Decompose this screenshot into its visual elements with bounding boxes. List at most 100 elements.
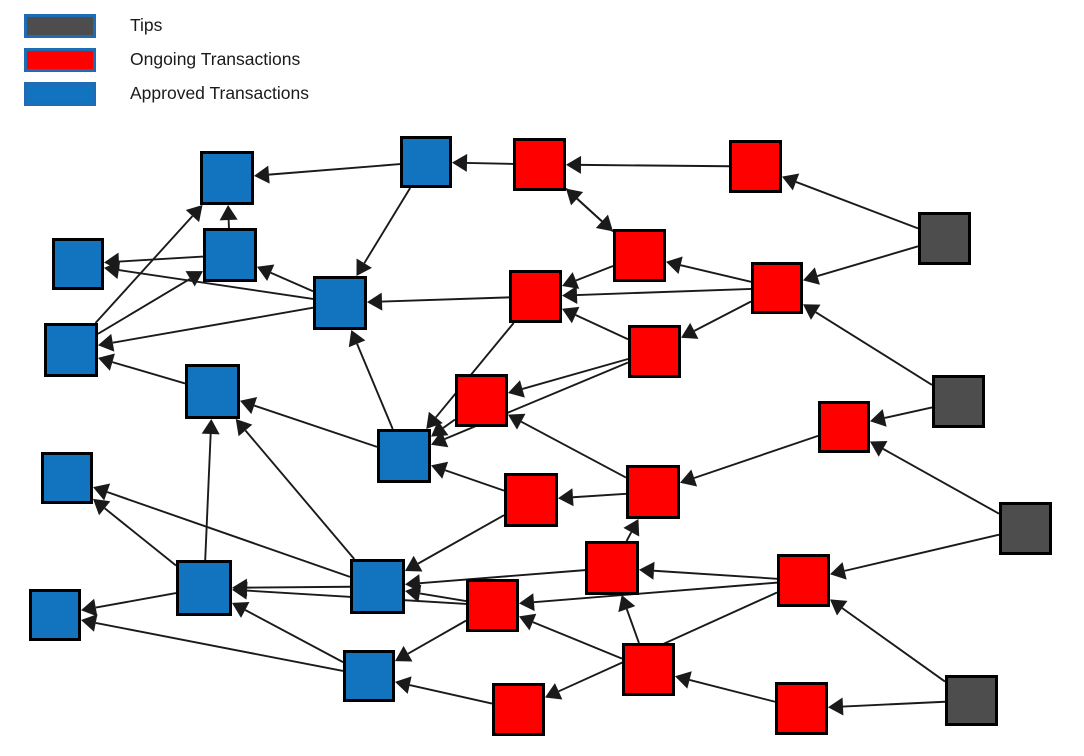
edge-line	[842, 700, 946, 708]
edge-arrowhead	[803, 304, 821, 320]
edge-arrowhead	[104, 261, 121, 279]
node-ongoing[interactable]	[729, 140, 782, 193]
node-ongoing[interactable]	[455, 374, 508, 427]
node-approved[interactable]	[52, 238, 104, 290]
edge-arrowhead	[426, 411, 443, 429]
node-ongoing[interactable]	[613, 229, 666, 282]
edge	[623, 519, 640, 542]
edge-arrowhead	[562, 286, 578, 305]
edge-arrowhead	[81, 614, 98, 632]
node-tip[interactable]	[918, 212, 971, 265]
edge-arrowhead	[93, 498, 111, 516]
edge	[405, 569, 586, 593]
node-tip[interactable]	[999, 502, 1052, 555]
edge	[618, 595, 640, 644]
node-ongoing[interactable]	[818, 401, 870, 453]
edge	[98, 353, 186, 385]
edge	[235, 419, 355, 560]
edge-line	[246, 585, 351, 589]
edge	[803, 245, 919, 285]
node-ongoing[interactable]	[622, 643, 675, 696]
node-ongoing[interactable]	[504, 473, 558, 527]
edge-arrowhead	[828, 697, 844, 716]
node-approved[interactable]	[41, 452, 93, 504]
node-ongoing[interactable]	[626, 465, 680, 519]
edge-line	[693, 434, 819, 479]
edge-arrowhead	[562, 272, 580, 289]
edge-line	[253, 404, 378, 448]
edge-line	[268, 163, 401, 176]
edge	[680, 434, 819, 487]
node-approved[interactable]	[203, 228, 257, 282]
edge-line	[204, 433, 212, 561]
node-ongoing[interactable]	[751, 262, 803, 314]
edge-arrowhead	[431, 430, 449, 448]
node-ongoing[interactable]	[492, 683, 545, 736]
edge-arrowhead	[232, 602, 250, 618]
node-tip[interactable]	[932, 375, 985, 428]
node-ongoing[interactable]	[628, 325, 681, 378]
edge	[545, 591, 778, 700]
node-ongoing[interactable]	[513, 138, 566, 191]
edge-line	[95, 621, 344, 672]
legend-item: Ongoing Transactions	[24, 48, 300, 72]
edge	[519, 581, 778, 612]
edge-line	[532, 621, 623, 660]
edge	[426, 322, 515, 429]
edge	[828, 697, 946, 716]
node-approved[interactable]	[350, 559, 405, 614]
legend-item: Tips	[24, 14, 162, 38]
edge-arrowhead	[348, 330, 366, 348]
edge-arrowhead	[830, 562, 847, 580]
edge-arrowhead	[558, 488, 574, 507]
edge-line	[94, 215, 194, 324]
node-ongoing[interactable]	[585, 541, 639, 595]
node-ongoing[interactable]	[509, 270, 562, 323]
edge-arrowhead	[232, 581, 248, 600]
node-approved[interactable]	[29, 589, 81, 641]
edge-arrowhead	[508, 413, 526, 430]
edge-arrowhead	[870, 441, 888, 457]
node-ongoing[interactable]	[466, 579, 519, 632]
edge-line	[680, 264, 752, 283]
edge-line	[844, 533, 1000, 572]
edge	[219, 205, 238, 229]
edge-arrowhead	[201, 419, 220, 435]
edge	[803, 304, 933, 386]
node-approved[interactable]	[44, 323, 98, 377]
edge-line	[576, 287, 752, 296]
node-approved[interactable]	[176, 560, 232, 616]
edge-arrowhead	[782, 173, 800, 191]
edge	[675, 671, 776, 703]
node-tip[interactable]	[945, 675, 998, 726]
edge	[254, 163, 401, 184]
edge	[232, 602, 344, 663]
node-ongoing[interactable]	[777, 554, 830, 607]
edge-line	[689, 679, 776, 703]
node-ongoing[interactable]	[775, 682, 828, 735]
edge-arrowhead	[405, 555, 423, 572]
node-approved[interactable]	[377, 429, 431, 483]
node-approved[interactable]	[343, 650, 395, 702]
node-approved[interactable]	[200, 151, 254, 205]
edge-line	[444, 469, 505, 492]
edge-arrowhead	[675, 671, 692, 689]
edge	[782, 173, 919, 230]
edge-arrowhead	[452, 153, 468, 172]
edge-line	[841, 607, 946, 683]
edge-line	[435, 322, 515, 419]
node-approved[interactable]	[185, 364, 240, 419]
edge-line	[112, 306, 314, 344]
edge-line	[409, 684, 493, 705]
node-approved[interactable]	[313, 276, 367, 330]
edge-line	[625, 608, 640, 644]
edge-arrowhead	[566, 155, 582, 174]
node-approved[interactable]	[400, 136, 452, 188]
edge-arrowhead	[219, 205, 238, 221]
edge-arrowhead	[870, 409, 887, 427]
legend-label: Ongoing Transactions	[130, 49, 301, 70]
edge-arrowhead	[257, 264, 275, 282]
edge	[395, 676, 493, 705]
